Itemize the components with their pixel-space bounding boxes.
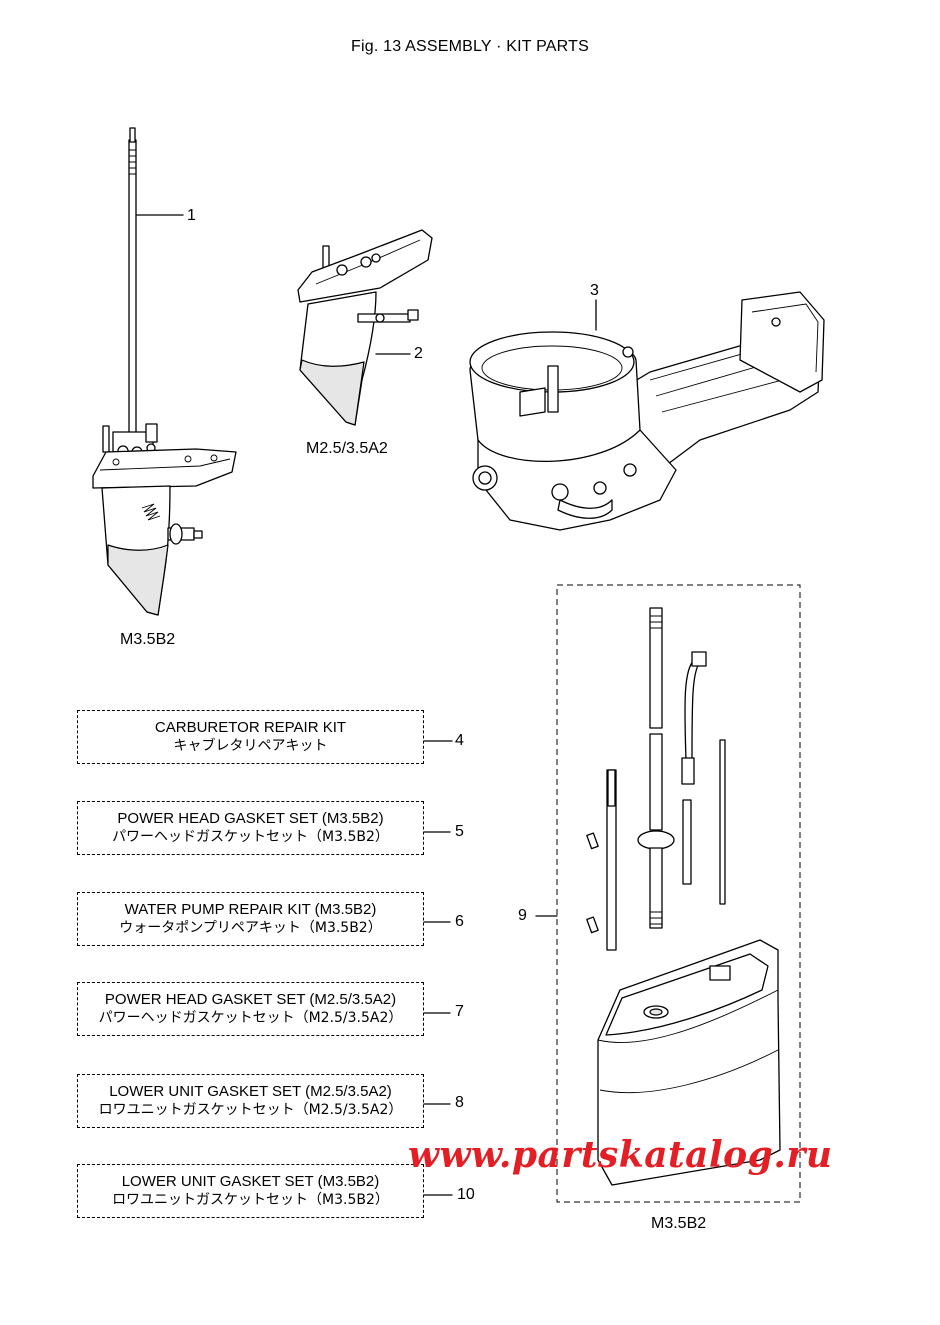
callout-part-2: 2	[414, 345, 423, 362]
figure-title: Fig. 13 ASSEMBLY · KIT PARTS	[351, 38, 589, 55]
callout-kit-6: 6	[455, 913, 464, 930]
kit-box-power-head-gasket-a2: POWER HEAD GASKET SET (M2.5/3.5A2) パワーヘッ…	[77, 982, 424, 1036]
kit-name-en: POWER HEAD GASKET SET (M2.5/3.5A2)	[104, 991, 397, 1008]
kit-name-jp: ロワユニットガスケットセット（M2.5/3.5A2）	[98, 1102, 403, 1118]
kit-name-jp: ウォータポンプリペアキット（M3.5B2）	[119, 920, 382, 936]
model-label-lower-unit-a2: M2.5/3.5A2	[306, 440, 388, 457]
callout-kit-8: 8	[455, 1094, 464, 1111]
model-label-kit-b2: M3.5B2	[651, 1215, 707, 1232]
callout-part-1: 1	[187, 207, 196, 224]
lower-unit-a2-drawing	[297, 229, 433, 426]
kit-name-en: CARBURETOR REPAIR KIT	[154, 719, 347, 736]
kit-name-jp: キャブレタリペアキット	[173, 738, 328, 754]
kit-name-jp: ロワユニットガスケットセット（M3.5B2）	[112, 1192, 389, 1208]
callout-part-9: 9	[518, 907, 527, 924]
callout-kit-10: 10	[457, 1186, 475, 1203]
kit-box-lower-unit-gasket-b2: LOWER UNIT GASKET SET (M3.5B2) ロワユニットガスケ…	[77, 1164, 424, 1218]
kit-leader-lines	[423, 740, 453, 1196]
kit-parts-drawing	[535, 584, 801, 1203]
carburetor-drawing	[469, 291, 825, 531]
kit-name-jp: パワーヘッドガスケットセット（M2.5/3.5A2）	[98, 1010, 403, 1026]
kit-name-en: LOWER UNIT GASKET SET (M2.5/3.5A2)	[109, 1083, 392, 1100]
kit-box-water-pump-repair: WATER PUMP REPAIR KIT (M3.5B2) ウォータポンプリペ…	[77, 892, 424, 946]
kit-box-carburetor-repair: CARBURETOR REPAIR KIT キャブレタリペアキット	[77, 710, 424, 764]
model-label-lower-unit-b2: M3.5B2	[120, 631, 176, 648]
lower-unit-b2-drawing	[92, 127, 237, 616]
callout-kit-4: 4	[455, 732, 464, 749]
kit-name-en: POWER HEAD GASKET SET (M3.5B2)	[117, 810, 384, 827]
kit-box-power-head-gasket-b2: POWER HEAD GASKET SET (M3.5B2) パワーヘッドガスケ…	[77, 801, 424, 855]
callout-part-3: 3	[590, 282, 599, 299]
callout-kit-5: 5	[455, 823, 464, 840]
kit-name-jp: パワーヘッドガスケットセット（M3.5B2）	[112, 829, 389, 845]
callout-kit-7: 7	[455, 1003, 464, 1020]
kit-name-en: LOWER UNIT GASKET SET (M3.5B2)	[121, 1173, 380, 1190]
watermark-text: www.partskatalog.ru	[408, 1134, 833, 1176]
kit-name-en: WATER PUMP REPAIR KIT (M3.5B2)	[124, 901, 377, 918]
kit-box-lower-unit-gasket-a2: LOWER UNIT GASKET SET (M2.5/3.5A2) ロワユニッ…	[77, 1074, 424, 1128]
